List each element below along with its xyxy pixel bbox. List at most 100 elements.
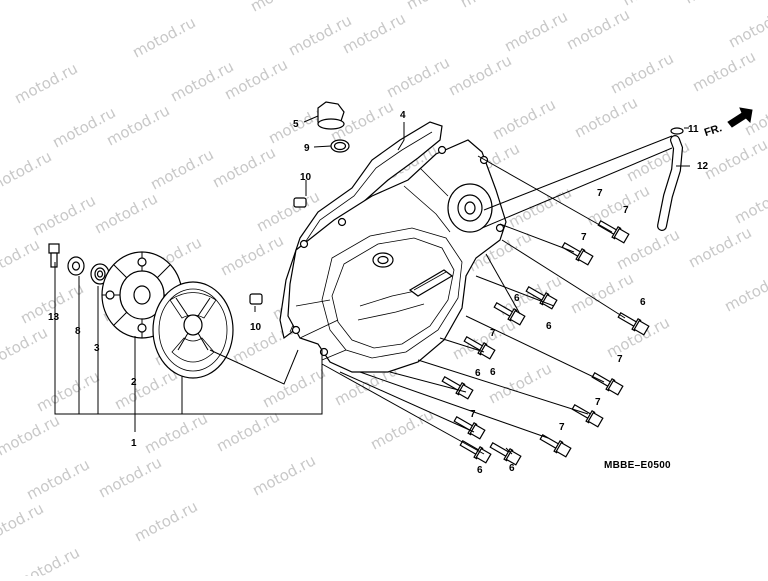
watermark-text: motod.ru: [209, 143, 278, 191]
watermark-text: motod.ru: [0, 411, 63, 459]
watermark-text: motod.ru: [103, 101, 172, 149]
flange-bolt: [525, 286, 558, 310]
flange-bolt: [463, 336, 496, 360]
callout-12: 12: [697, 161, 709, 172]
callout-6-b: 6: [546, 321, 552, 332]
callout-11: 11: [688, 124, 699, 135]
watermark-text: motod.ru: [383, 53, 452, 101]
watermark-text: motod.ru: [95, 453, 164, 501]
bolt-13: [48, 243, 60, 268]
watermark-text: motod.ru: [249, 451, 318, 499]
dowel-pin-10-left: [249, 293, 263, 305]
watermark-text: motod.ru: [689, 47, 758, 95]
callout-7-f: 7: [559, 422, 565, 433]
watermark-text: motod.ru: [731, 179, 768, 227]
watermark-text: motod.ru: [501, 7, 570, 55]
dowel-pin-10-top: [293, 197, 307, 208]
watermark-text: motod.ru: [91, 189, 160, 237]
callout-10-left: 10: [250, 322, 262, 333]
watermark-text: motod.ru: [129, 13, 198, 61]
callout-7-a: 7: [623, 205, 629, 216]
callout-9: 9: [304, 143, 310, 154]
watermark-text: motod.ru: [147, 145, 216, 193]
watermark-text: motod.ru: [213, 407, 282, 455]
callout-6-g: 6: [477, 465, 483, 476]
watermark-text: motod.ru: [131, 497, 200, 545]
o-ring-9: [330, 139, 350, 153]
watermark-text: motod.ru: [489, 95, 558, 143]
watermark-text: motod.ru: [607, 49, 676, 97]
watermark-text: motod.ru: [111, 365, 180, 413]
crankcase-cover: [287, 139, 507, 373]
watermark-text: motod.ru: [623, 137, 692, 185]
callout-10-top: 10: [300, 172, 312, 183]
callout-2: 2: [131, 377, 137, 388]
watermark-text: motod.ru: [259, 363, 328, 411]
flange-bolt: [591, 372, 624, 396]
watermark-text: motod.ru: [29, 191, 98, 239]
watermark-text: motod.ru: [33, 367, 102, 415]
honda-logo-icon: [408, 269, 454, 297]
watermark-text: motod.ru: [563, 5, 632, 53]
watermark-text: motod.ru: [13, 543, 82, 576]
watermark-text: motod.ru: [0, 147, 55, 195]
watermark-text: motod.ru: [23, 455, 92, 503]
callout-1: 1: [131, 438, 137, 449]
watermark-text: motod.ru: [619, 0, 688, 10]
oil-filler-cap-5: [317, 101, 345, 130]
watermark-text: motod.ru: [221, 55, 290, 103]
watermark-text: motod.ru: [0, 499, 47, 547]
callout-6-e: 6: [475, 368, 481, 379]
breather-tube-12: [657, 135, 684, 231]
watermark-text: motod.ru: [567, 269, 636, 317]
callout-13: 13: [48, 312, 60, 323]
watermark-text: motod.ru: [247, 0, 316, 16]
watermark-text: motod.ru: [505, 183, 574, 231]
front-direction-label: FR.: [703, 122, 724, 139]
flange-bolt: [539, 434, 572, 458]
flange-bolt: [459, 440, 492, 464]
watermark-text: motod.ru: [725, 3, 768, 51]
callout-8: 8: [75, 326, 81, 337]
watermark-text: motod.ru: [367, 405, 436, 453]
washer-8: [67, 256, 85, 276]
flange-bolt: [597, 220, 630, 244]
watermark-text: motod.ru: [457, 0, 526, 12]
flange-bolt: [493, 302, 526, 326]
watermark-text: motod.ru: [339, 9, 408, 57]
callout-7-h: 7: [597, 188, 603, 199]
callout-5: 5: [293, 119, 299, 130]
flange-bolt: [441, 376, 474, 400]
watermark-text: motod.ru: [217, 231, 286, 279]
watermark-text: motod.ru: [721, 267, 768, 315]
watermark-text: motod.ru: [685, 223, 754, 271]
flange-bolt: [489, 442, 522, 466]
callout-7-e: 7: [470, 409, 476, 420]
watermark-text: motod.ru: [0, 323, 51, 371]
watermark-text: motod.ru: [571, 93, 640, 141]
callout-labels: 1 2 3 4 5 9 10 10 8 13 11 12 7 7 7 7 7 7…: [48, 110, 709, 476]
watermark-text: motod.ru: [0, 235, 43, 283]
watermark-text: motod.ru: [701, 135, 768, 183]
callout-3: 3: [94, 343, 100, 354]
watermark-text: motod.ru: [681, 0, 750, 8]
callout-7-c: 7: [617, 354, 623, 365]
diagram-code: MBBE–E0500: [604, 460, 671, 471]
fr-arrow-icon: [727, 107, 753, 128]
callout-7-d: 7: [595, 397, 601, 408]
callout-7-b: 7: [581, 232, 587, 243]
watermark-text: motod.ru: [445, 51, 514, 99]
callout-6-c: 6: [640, 297, 646, 308]
flange-bolt: [453, 416, 486, 440]
flange-bolt: [561, 242, 594, 266]
callout-6-d: 6: [490, 367, 496, 378]
watermark-text: motod.ru: [141, 409, 210, 457]
watermark-text: motod.ru: [449, 315, 518, 363]
outer-cover-1: [152, 281, 234, 379]
callout-7-g: 7: [490, 328, 496, 339]
callout-6-f: 6: [509, 463, 515, 474]
clip-11: [670, 127, 684, 135]
leader-lines: [54, 115, 690, 455]
